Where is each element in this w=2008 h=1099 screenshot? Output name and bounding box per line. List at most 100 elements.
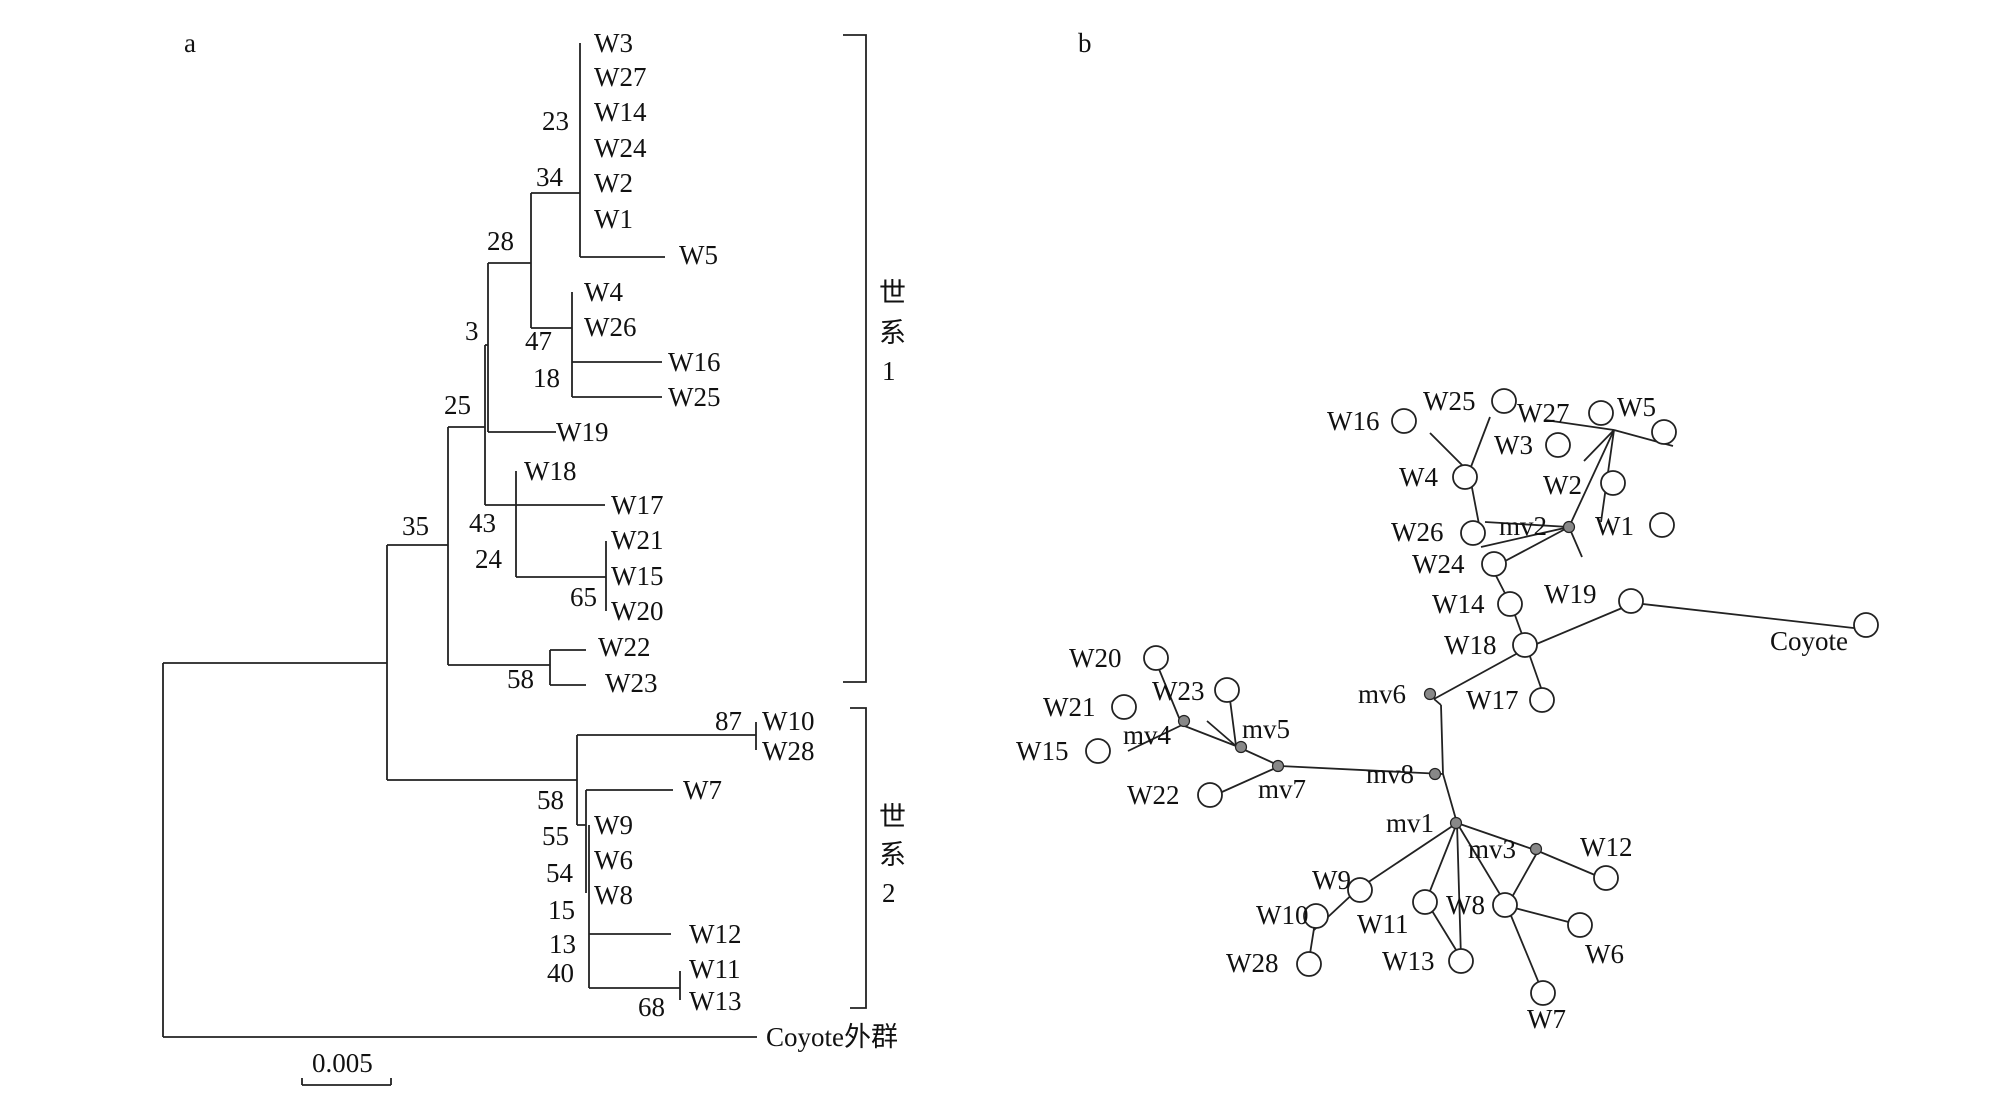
haplotype-node: [1481, 551, 1507, 577]
haplotype-label: W4: [1399, 462, 1438, 492]
bootstrap-value: 3: [465, 316, 479, 346]
haplotype-node: [1412, 889, 1438, 915]
taxon-label: W19: [556, 417, 608, 447]
panel-a-tree: a W3: [162, 28, 906, 1086]
taxon-label: W16: [668, 347, 720, 377]
mv-label: mv8: [1366, 759, 1414, 789]
haplotype-node: [1497, 591, 1523, 617]
median-vectors: [1177, 520, 1576, 856]
taxon-label: W26: [584, 312, 636, 342]
bootstrap-value: 58: [537, 785, 564, 815]
taxon-label: W2: [594, 168, 633, 198]
haplotype-node: [1492, 892, 1518, 918]
taxon-label: W22: [598, 632, 650, 662]
svg-text:系: 系: [879, 318, 906, 348]
haplotype-label: W26: [1391, 517, 1443, 547]
taxon-label: W10: [762, 706, 814, 736]
taxon-label: W11: [689, 954, 740, 984]
haplotype-label: W19: [1544, 579, 1596, 609]
taxon-label: W6: [594, 845, 633, 875]
haplotype-label: W8: [1446, 890, 1485, 920]
haplotype-label: W6: [1585, 939, 1624, 969]
taxon-label: W17: [611, 490, 663, 520]
haplotype-node: [1512, 632, 1538, 658]
haplotype-label: W16: [1327, 406, 1379, 436]
bootstrap-value: 28: [487, 226, 514, 256]
haplotype-label: W2: [1543, 470, 1582, 500]
haplotype-node: [1303, 903, 1329, 929]
taxon-label: W8: [594, 880, 633, 910]
svg-text:世: 世: [879, 278, 906, 308]
panel-a-label: a: [184, 28, 196, 58]
median-vector-node: [1177, 714, 1191, 728]
haplotype-node: [1600, 470, 1626, 496]
haplotype-node: [1649, 512, 1675, 538]
haplotype-label: W5: [1617, 392, 1656, 422]
haplotype-node: [1530, 980, 1556, 1006]
taxon-label: W13: [689, 986, 741, 1016]
taxon-label: W7: [683, 775, 722, 805]
haplotype-node: [1567, 912, 1593, 938]
taxon-label: W9: [594, 810, 633, 840]
median-vector-node: [1562, 520, 1576, 534]
median-vector-node: [1271, 759, 1285, 773]
bootstrap-value: 65: [570, 582, 597, 612]
haplotype-node: [1651, 419, 1677, 445]
taxon-label: W1: [594, 204, 633, 234]
haplotype-label: W15: [1016, 736, 1068, 766]
haplotype-node: [1545, 432, 1571, 458]
taxon-label: W12: [689, 919, 741, 949]
haplotype-label: W20: [1069, 643, 1121, 673]
haplotype-label: Coyote: [1770, 626, 1848, 656]
taxon-label: W23: [605, 668, 657, 698]
network-labels: W16 W25 W27 W5 W3 W4 W2 W26 mv2 W1 W24 W…: [1016, 386, 1848, 1034]
mv-label: mv6: [1358, 679, 1406, 709]
median-vector-node: [1423, 687, 1437, 701]
taxon-label: W15: [611, 561, 663, 591]
svg-text:世: 世: [879, 802, 906, 832]
bootstrap-value: 58: [507, 664, 534, 694]
mv-label: mv3: [1468, 834, 1516, 864]
panel-b-label: b: [1078, 28, 1092, 58]
bootstrap-value: 87: [715, 706, 742, 736]
bootstrap-value: 23: [542, 106, 569, 136]
scale-bar-label: 0.005: [312, 1048, 373, 1078]
haplotype-node: [1085, 738, 1111, 764]
median-vector-node: [1428, 767, 1442, 781]
mv-label: mv5: [1242, 714, 1290, 744]
haplotype-label: W22: [1127, 780, 1179, 810]
haplotype-node: [1296, 951, 1322, 977]
haplotype-label: W28: [1226, 948, 1278, 978]
tree-branches: [162, 34, 867, 1086]
bootstrap-value: 54: [546, 858, 574, 888]
taxon-label: W20: [611, 596, 663, 626]
taxon-label: W28: [762, 736, 814, 766]
svg-text:系: 系: [879, 840, 906, 870]
lineage-1-label: 世 系 1: [879, 278, 906, 386]
haplotype-node: [1448, 948, 1474, 974]
haplotype-label: W21: [1043, 692, 1095, 722]
haplotype-label: W10: [1256, 900, 1308, 930]
haplotype-node: [1853, 612, 1879, 638]
haplotype-node: [1618, 588, 1644, 614]
panel-b-network: b: [1016, 28, 1879, 1034]
haplotype-node: [1111, 694, 1137, 720]
mv-label: mv1: [1386, 808, 1434, 838]
haplotype-node: [1491, 388, 1517, 414]
haplotype-label: W1: [1595, 511, 1634, 541]
bootstrap-value: 55: [542, 821, 569, 851]
bootstrap-value: 34: [536, 162, 564, 192]
median-vector-node: [1529, 842, 1543, 856]
haplotype-label: W17: [1466, 685, 1518, 715]
haplotype-label: W9: [1312, 865, 1351, 895]
haplotype-label: W18: [1444, 630, 1496, 660]
haplotype-label: W24: [1412, 549, 1465, 579]
mv-label: mv7: [1258, 774, 1306, 804]
haplotype-node: [1452, 464, 1478, 490]
taxon-label: W21: [611, 525, 663, 555]
haplotype-label: W23: [1152, 676, 1204, 706]
haplotype-node: [1529, 687, 1555, 713]
taxon-label: W25: [668, 382, 720, 412]
taxon-label: W4: [584, 277, 623, 307]
